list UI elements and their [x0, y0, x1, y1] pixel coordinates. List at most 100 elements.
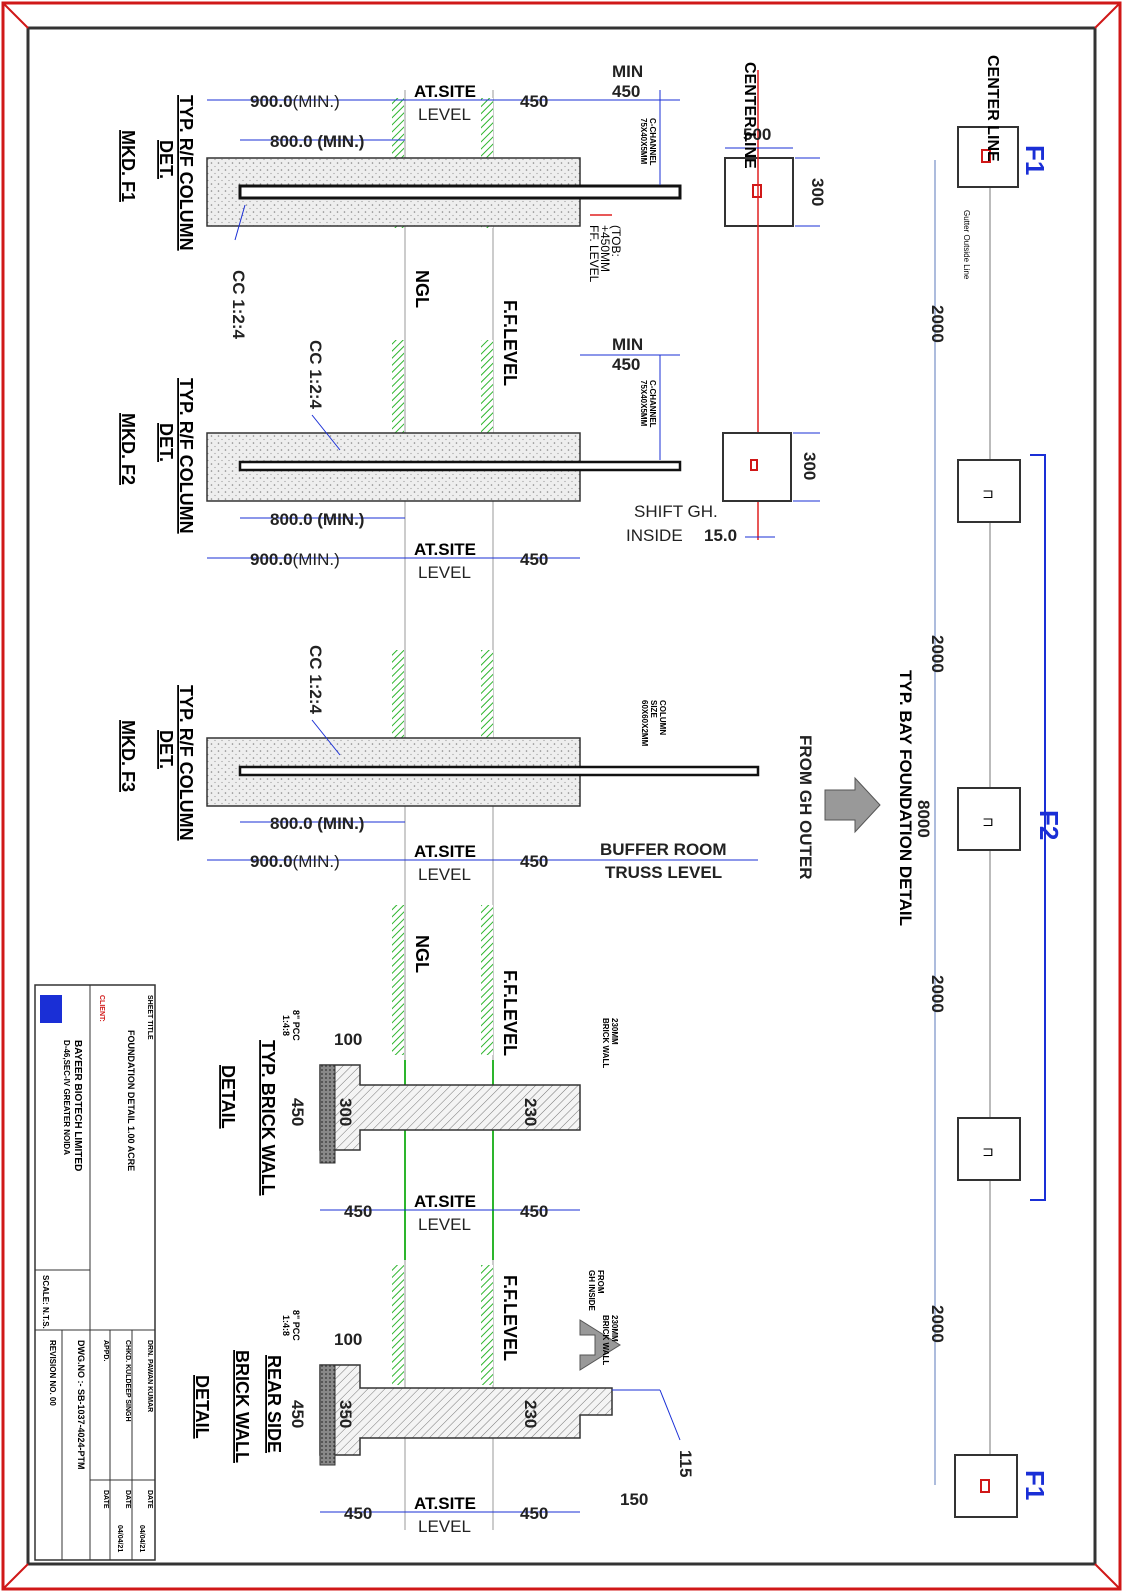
svg-text:8" PCC: 8" PCC [291, 1310, 301, 1341]
f2-column-post [238, 460, 682, 472]
f1-channel: C-CHANNEL [648, 118, 657, 166]
svg-text:350: 350 [336, 1400, 355, 1428]
f2-at-site: AT.SITE [414, 540, 476, 559]
f1-plate-plan: 500 300 CENTER LINE [724, 62, 827, 540]
f1-channel-size: 75X40X5MM [639, 118, 648, 165]
svg-text:230MM: 230MM [610, 1315, 619, 1342]
f2-min: MIN [612, 335, 643, 354]
svg-text:450: 450 [344, 1202, 372, 1221]
plan-center-line: CENTER LINE [984, 55, 1001, 162]
brick-wall-typ: 100 300 450 230 230MM BRICK WALL 8" PCC … [218, 1010, 619, 1234]
rear-wall-pcc [319, 1364, 336, 1466]
f2-plate-plan: 300 SHIFT GH. INSIDE 15.0 [626, 432, 820, 545]
svg-text:300: 300 [336, 1098, 355, 1126]
plan-footing-3 [957, 787, 1021, 851]
f2-dim-outer: 900.0(MIN.) [250, 550, 340, 569]
plan-f1-bottom: F1 [1020, 1470, 1050, 1500]
approved-by: APPD. [102, 1340, 109, 1361]
f1-at-site: AT.SITE [414, 82, 476, 101]
f3-buffer-2: TRUSS LEVEL [605, 863, 722, 882]
corner-tr [1094, 2, 1121, 29]
drawn-by: DRN. PAWAN KUMAR [146, 1340, 153, 1412]
svg-text:AT.SITE: AT.SITE [414, 1192, 476, 1211]
f2-bracket [1030, 454, 1046, 1201]
ffl-label-3: F.F.LEVEL [500, 1275, 520, 1361]
svg-text:115: 115 [676, 1450, 695, 1477]
rear-wall-title-1: REAR SIDE [264, 1355, 284, 1453]
ffl-label-2: F.F.LEVEL [500, 970, 520, 1056]
f3-column-note-2: SIZE [649, 700, 658, 718]
f2-shift: SHIFT GH. [634, 502, 718, 521]
drawing-number: DWG.NO :- SB-1037-4024-PTM [76, 1340, 86, 1470]
typ-wall-body [319, 1064, 581, 1151]
typ-wall-title-1: TYP. BRICK WALL [258, 1040, 278, 1196]
svg-text:230: 230 [521, 1400, 540, 1428]
svg-text:500: 500 [743, 125, 771, 144]
plan-view: ⊐ ⊐ ⊐ F1 F2 F1 CENTER LINE Gutter Outsid… [896, 55, 1064, 1518]
brick-wall-rear: 100 350 450 230 230MM BRICK WALL FROM GH… [192, 1270, 695, 1536]
column-f3-detail: CC 1:2:4 800.0 (MIN.) 900.0(MIN.) AT.SIT… [118, 645, 881, 884]
f1-column-post [238, 184, 682, 200]
plan-dim-total: 8000 [914, 800, 933, 838]
f3-column-note-1: COLUMN [658, 700, 667, 735]
svg-text:BRICK WALL: BRICK WALL [601, 1315, 610, 1365]
f3-from-gh: FROM GH OUTER [796, 735, 815, 880]
company-address: D-46,SEC-IV GREATER NOIDA [62, 1040, 71, 1155]
f1-dim-inner: 800.0 (MIN.) [270, 132, 364, 151]
plan-gutter-note: Gutter Outside Line [962, 210, 971, 280]
svg-text:450: 450 [520, 1202, 548, 1221]
f3-dim-outer: 900.0(MIN.) [250, 852, 340, 871]
checked-by: CHKD. KULDEEP SINGH [124, 1340, 131, 1422]
svg-text:230MM: 230MM [610, 1018, 619, 1045]
date-label-3: DATE [102, 1490, 109, 1509]
f1-title-2: DET. [156, 140, 176, 179]
f1-title-1: TYP. R/F COLUMN [176, 95, 196, 251]
f3-column-note-3: 60X60X2MM [640, 700, 649, 747]
rear-wall-title-3: DETAIL [192, 1375, 212, 1439]
f1-dim-450: 450 [520, 92, 548, 111]
svg-text:300: 300 [800, 452, 819, 480]
ngl-label-2: NGL [412, 935, 432, 973]
f3-cc: CC 1:2:4 [306, 645, 325, 715]
level-lines: NGL F.F.LEVEL NGL F.F.LEVEL F.F.LEVEL [392, 90, 520, 1530]
typ-wall-pcc [319, 1064, 336, 1164]
svg-text:450: 450 [288, 1400, 307, 1428]
corner-bl [2, 1563, 29, 1590]
f2-dim-450: 450 [520, 550, 548, 569]
column-f1-detail: 900.0(MIN.) 800.0 (MIN.) AT.SITE LEVEL 4… [118, 62, 682, 340]
f3-dim-inner: 800.0 (MIN.) [270, 814, 364, 833]
f1-min: MIN [612, 62, 643, 81]
rear-wall-body [319, 1364, 613, 1456]
plan-footing-4 [957, 1117, 1021, 1181]
f3-level: LEVEL [418, 865, 471, 884]
f3-buffer-1: BUFFER ROOM [600, 840, 727, 859]
svg-text:LEVEL: LEVEL [418, 1215, 471, 1234]
f3-dim-450: 450 [520, 852, 548, 871]
svg-text:100: 100 [334, 1330, 362, 1349]
f2-channel: C-CHANNEL [648, 380, 657, 428]
plan-title: TYP. BAY FOUNDATION DETAIL [896, 670, 915, 926]
svg-text:GH INSIDE: GH INSIDE [587, 1270, 596, 1312]
svg-text:1:4:8: 1:4:8 [281, 1315, 291, 1336]
f2-channel-size: 75X40X5MM [639, 380, 648, 427]
typ-wall-title-2: DETAIL [218, 1065, 238, 1129]
plan-dim-span-4: 2000 [928, 1305, 947, 1343]
plan-dim-span-3: 2000 [928, 975, 947, 1013]
date-value-1: 04/04/21 [138, 1525, 145, 1552]
ngl-label-1: NGL [412, 270, 432, 308]
from-gh-inside-arrow [579, 1319, 621, 1371]
f1-cc: CC 1:2:4 [229, 270, 248, 340]
f3-at-site: AT.SITE [414, 842, 476, 861]
f3-title-2: DET. [156, 730, 176, 769]
plan-dim-span-2: 2000 [928, 635, 947, 673]
rear-wall-title-2: BRICK WALL [232, 1350, 252, 1463]
svg-text:⊐: ⊐ [982, 813, 994, 829]
title-block: SHEET TITLE FOUNDATION DETAIL 1.00 ACRE … [34, 984, 156, 1561]
svg-text:BRICK WALL: BRICK WALL [601, 1018, 610, 1068]
plan-footing-2 [957, 459, 1021, 523]
f1-dim-outer: 900.0(MIN.) [250, 92, 340, 111]
svg-text:AT.SITE: AT.SITE [414, 1494, 476, 1513]
f2-title-1: TYP. R/F COLUMN [176, 378, 196, 534]
